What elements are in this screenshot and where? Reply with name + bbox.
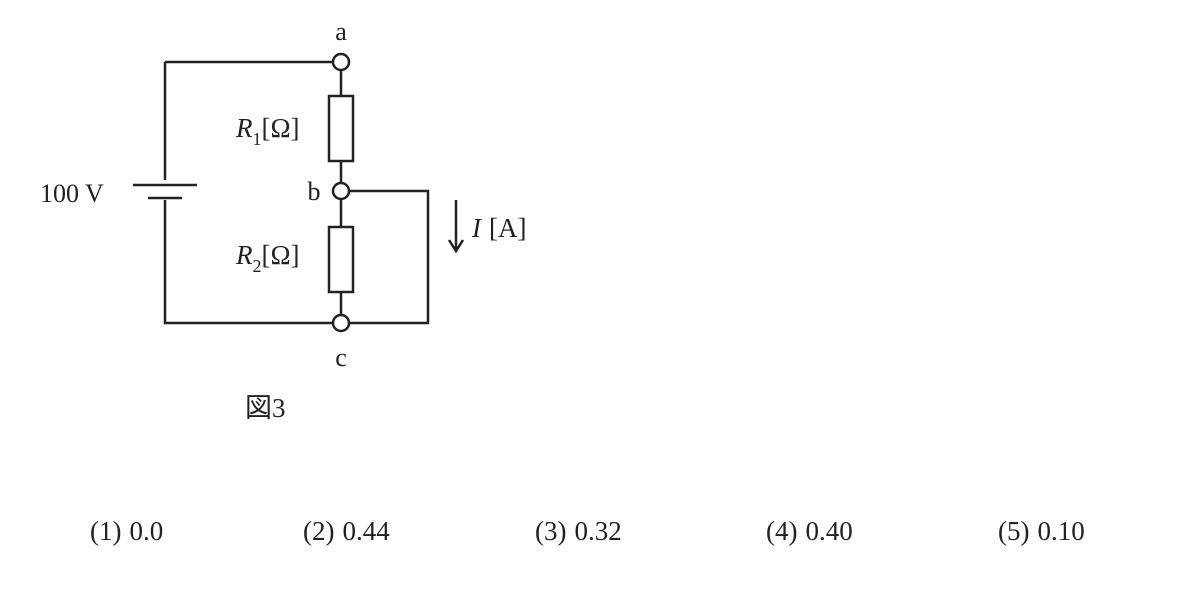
- option-3-value: 0.32: [574, 516, 622, 546]
- option-3-number: (3): [535, 516, 567, 546]
- source-voltage-label: 100 V: [40, 179, 104, 208]
- node-c-label: c: [335, 343, 347, 372]
- option-5-value: 0.10: [1037, 516, 1085, 546]
- option-2-number: (2): [303, 516, 335, 546]
- current-label: I[A]: [471, 213, 526, 243]
- r2-symbol: R: [235, 240, 253, 270]
- option-1[interactable]: (1)0.0: [90, 516, 163, 547]
- option-3[interactable]: (3)0.32: [535, 516, 622, 547]
- terminal-b: [331, 181, 351, 201]
- current-arrow-head: [447, 239, 465, 254]
- option-2[interactable]: (2)0.44: [303, 516, 390, 547]
- option-2-value: 0.44: [342, 516, 390, 546]
- wire-left-bottom: [163, 200, 333, 325]
- r2-label: R2[Ω]: [235, 240, 300, 276]
- option-1-number: (1): [90, 516, 122, 546]
- circuit-diagram: a b c 100 V R1[Ω] R2[Ω] I[A] 図3: [40, 17, 526, 423]
- option-1-value: 0.0: [129, 516, 164, 546]
- r2-subscript: 2: [253, 256, 262, 276]
- resistor-r1: [327, 94, 355, 163]
- answer-options: (1)0.0 (2)0.44 (3)0.32 (4)0.40 (5)0.10: [0, 516, 1200, 556]
- option-4-number: (4): [766, 516, 798, 546]
- current-symbol: I: [471, 213, 483, 243]
- r1-subscript: 1: [253, 129, 262, 149]
- r1-unit: [Ω]: [262, 113, 300, 143]
- r1-label: R1[Ω]: [235, 113, 300, 149]
- r2-unit: [Ω]: [262, 240, 300, 270]
- terminal-c: [331, 313, 351, 333]
- figure-caption: 図3: [245, 393, 286, 423]
- resistor-r2: [327, 225, 355, 294]
- current-unit: [A]: [489, 213, 526, 243]
- wire-short-circuit: [349, 189, 430, 325]
- terminal-a: [331, 52, 351, 72]
- node-b-label: b: [308, 177, 321, 206]
- option-4-value: 0.40: [805, 516, 853, 546]
- option-5[interactable]: (5)0.10: [998, 516, 1085, 547]
- node-a-label: a: [335, 17, 347, 46]
- option-4[interactable]: (4)0.40: [766, 516, 853, 547]
- r1-symbol: R: [235, 113, 253, 143]
- option-5-number: (5): [998, 516, 1030, 546]
